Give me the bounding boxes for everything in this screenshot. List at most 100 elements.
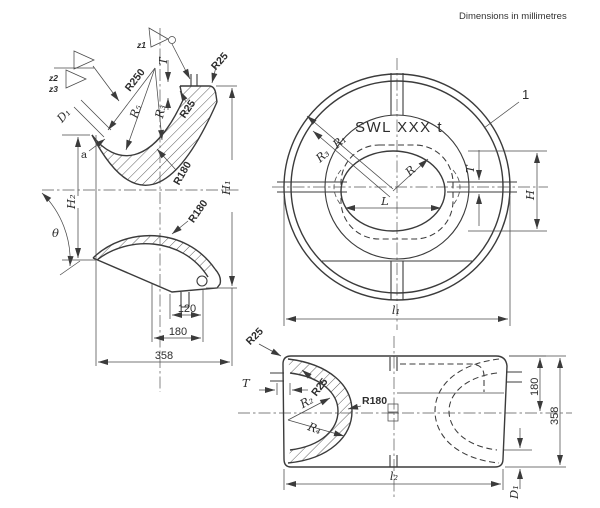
front-h-label: H — [523, 189, 537, 201]
plan-l2-label: l₂ — [390, 469, 399, 483]
side-section-view: R250 R₅ R₃ R25 R25 R180 T z1 z2 z3 — [41, 27, 240, 392]
plan-r180-label: R180 — [362, 395, 387, 407]
h2-extension-lines — [62, 134, 96, 261]
l1-extension-lines — [283, 196, 511, 326]
z1-label: z1 — [136, 40, 146, 50]
l1-label: l₁ — [392, 303, 400, 317]
plan-358-label: 358 — [549, 407, 561, 425]
theta-arc — [41, 192, 74, 267]
plan-t-extension-lines — [276, 383, 291, 395]
front-view: SWL XXX t R₁ R₃ R L T H 1 l₁ — [272, 58, 548, 330]
weld-symbol-z2-z3: z2 z3 — [48, 50, 120, 102]
r250-label: R250 — [123, 67, 148, 94]
a-leader — [88, 138, 106, 152]
side-r25-corner-leader — [211, 66, 218, 84]
plan-r25-outer-leader — [258, 343, 282, 357]
dim-extension-stubs — [151, 284, 204, 342]
z2-flag — [73, 50, 95, 70]
plan-right-seam-tab — [506, 371, 522, 383]
r5-label: R₅ — [126, 103, 144, 121]
side-d1-label: D₁ — [53, 105, 73, 125]
face-circle — [324, 114, 470, 260]
plan-r2-label: R₂ — [297, 392, 317, 411]
a-label: a — [81, 149, 87, 161]
plan-l2-extensions — [283, 469, 504, 490]
plan-left-seam-tab — [270, 372, 284, 382]
plan-hidden-top-edge — [400, 363, 485, 392]
upper-saddle-section — [92, 86, 217, 186]
plan-hidden-horn-outer — [434, 358, 500, 464]
item-callout-leader — [483, 101, 520, 129]
z3-label: z3 — [48, 84, 58, 94]
plan-358-extensions — [505, 355, 566, 468]
upper-saddle-outer-edge — [91, 101, 218, 186]
side-seam-bars — [277, 181, 517, 193]
side-r25-corner-label: R25 — [209, 50, 231, 72]
plan-r25-outer-label: R25 — [244, 325, 266, 347]
lower-saddle-inner-edge — [96, 243, 209, 278]
z1-flag — [148, 27, 169, 48]
dim180-label: 180 — [169, 326, 187, 338]
z2-label: z2 — [48, 73, 58, 83]
throat-opening — [340, 150, 446, 232]
lower-saddle-outer-edge — [92, 234, 216, 270]
outer-ring-circle — [283, 73, 511, 301]
upper-saddle-end-cap — [180, 85, 218, 103]
plan-outline — [282, 355, 508, 468]
plan-horn-section — [288, 359, 352, 463]
h1-label: H₁ — [219, 180, 233, 196]
theta-leg — [59, 260, 81, 276]
plan-center-bracket-upper — [387, 403, 399, 413]
z1-leader — [171, 43, 191, 80]
plan-180-label: 180 — [529, 378, 541, 396]
plan-center-bracket-lower — [387, 412, 399, 422]
units-note: Dimensions in millimetres — [459, 11, 567, 22]
z3-flag — [65, 69, 87, 89]
dim358-label: 358 — [155, 350, 173, 362]
z1-circle — [168, 36, 176, 44]
outer-ring-inner-circle — [290, 80, 504, 294]
dim120-label: 120 — [178, 303, 196, 315]
weld-symbol-z1: z1 — [136, 27, 191, 80]
plan-r2-line — [287, 397, 331, 421]
side-r180-lower-leader — [171, 220, 189, 235]
r3-radius-line — [154, 67, 165, 141]
front-t-label: T — [463, 164, 477, 173]
plan-d1-label: D₁ — [507, 485, 521, 500]
lower-saddle-section — [93, 235, 215, 277]
bottom-tab — [180, 292, 190, 308]
front-l-label: L — [380, 194, 389, 208]
front-h-extension-lines — [468, 150, 547, 232]
d1-extension-lines — [73, 99, 112, 138]
plan-r180-leader — [347, 403, 362, 410]
plan-center-seams — [389, 357, 398, 467]
swl-marking: SWL XXX t — [355, 119, 443, 136]
plan-horn-inner-edge — [289, 372, 339, 451]
side-t-label: T — [156, 56, 170, 65]
front-r3-line — [312, 130, 391, 198]
plan-r25-inner-leader — [301, 369, 314, 380]
plan-section-view: T R25 R25 R₂ R₄ R180 180 358 — [238, 325, 572, 500]
plan-t-label: T — [242, 376, 251, 390]
plan-hidden-horn-inner — [448, 372, 498, 451]
r250-radius-line — [107, 67, 156, 131]
theta-label: θ — [52, 226, 59, 240]
r3-label: R₃ — [152, 103, 169, 120]
z2z3-leader — [92, 65, 120, 102]
vertical-seam-lines — [390, 73, 404, 300]
plan-horn-outer-edge — [287, 358, 353, 464]
top-seam-lines — [190, 74, 198, 86]
r5-radius-line — [125, 67, 156, 151]
side-r25-inner-leader — [179, 90, 188, 103]
plan-r4-line — [287, 419, 345, 437]
h2-label: H₂ — [64, 194, 78, 210]
side-r180-lower-label: R180 — [186, 198, 210, 226]
lower-saddle-base — [92, 257, 222, 293]
side-r180-upper-leader — [156, 148, 177, 171]
item-callout-label: 1 — [522, 87, 529, 102]
front-r1-line — [306, 115, 394, 190]
plan-r4-label: R₄ — [305, 419, 324, 437]
drain-hole — [196, 275, 208, 287]
